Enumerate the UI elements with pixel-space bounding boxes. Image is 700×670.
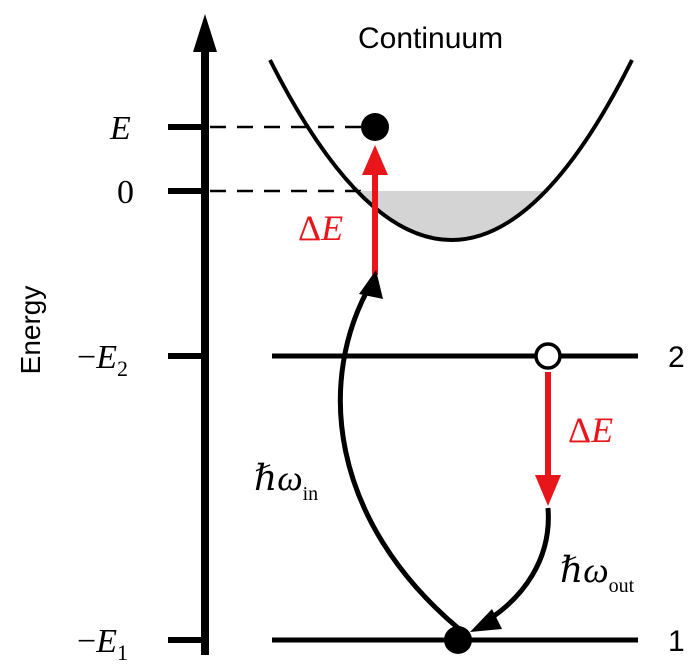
continuum-label: Continuum	[358, 22, 503, 55]
photon-out-arrowhead	[470, 609, 502, 632]
energy-axis-arrowhead	[193, 14, 217, 52]
level-1-label: 1	[668, 625, 685, 658]
energy-axis-label: Energy	[15, 286, 46, 375]
continuum-parabola	[268, 59, 634, 242]
delta-e-up-label: ΔE	[298, 208, 343, 248]
level-2-hole	[534, 342, 562, 370]
photon-in-arrowhead	[359, 270, 383, 299]
delta-e-down-arrowhead	[535, 475, 561, 506]
delta-e-up-arrowhead	[362, 145, 388, 175]
tick-label-e1: −E1	[77, 623, 128, 665]
tick-label-zero: 0	[117, 174, 134, 211]
photon-out-curve	[486, 507, 551, 623]
photon-in-curve	[337, 280, 460, 630]
delta-e-down-label: ΔE	[568, 410, 613, 450]
tick-label-e2: −E2	[77, 339, 128, 381]
level-1-electron-dot	[444, 626, 472, 654]
continuum-electron-dot	[361, 113, 389, 141]
photon-in-label: ℏωin	[254, 458, 318, 505]
photon-out-label: ℏωout	[560, 550, 635, 597]
tick-label-e: E	[109, 110, 131, 147]
level-2-label: 2	[668, 341, 685, 374]
